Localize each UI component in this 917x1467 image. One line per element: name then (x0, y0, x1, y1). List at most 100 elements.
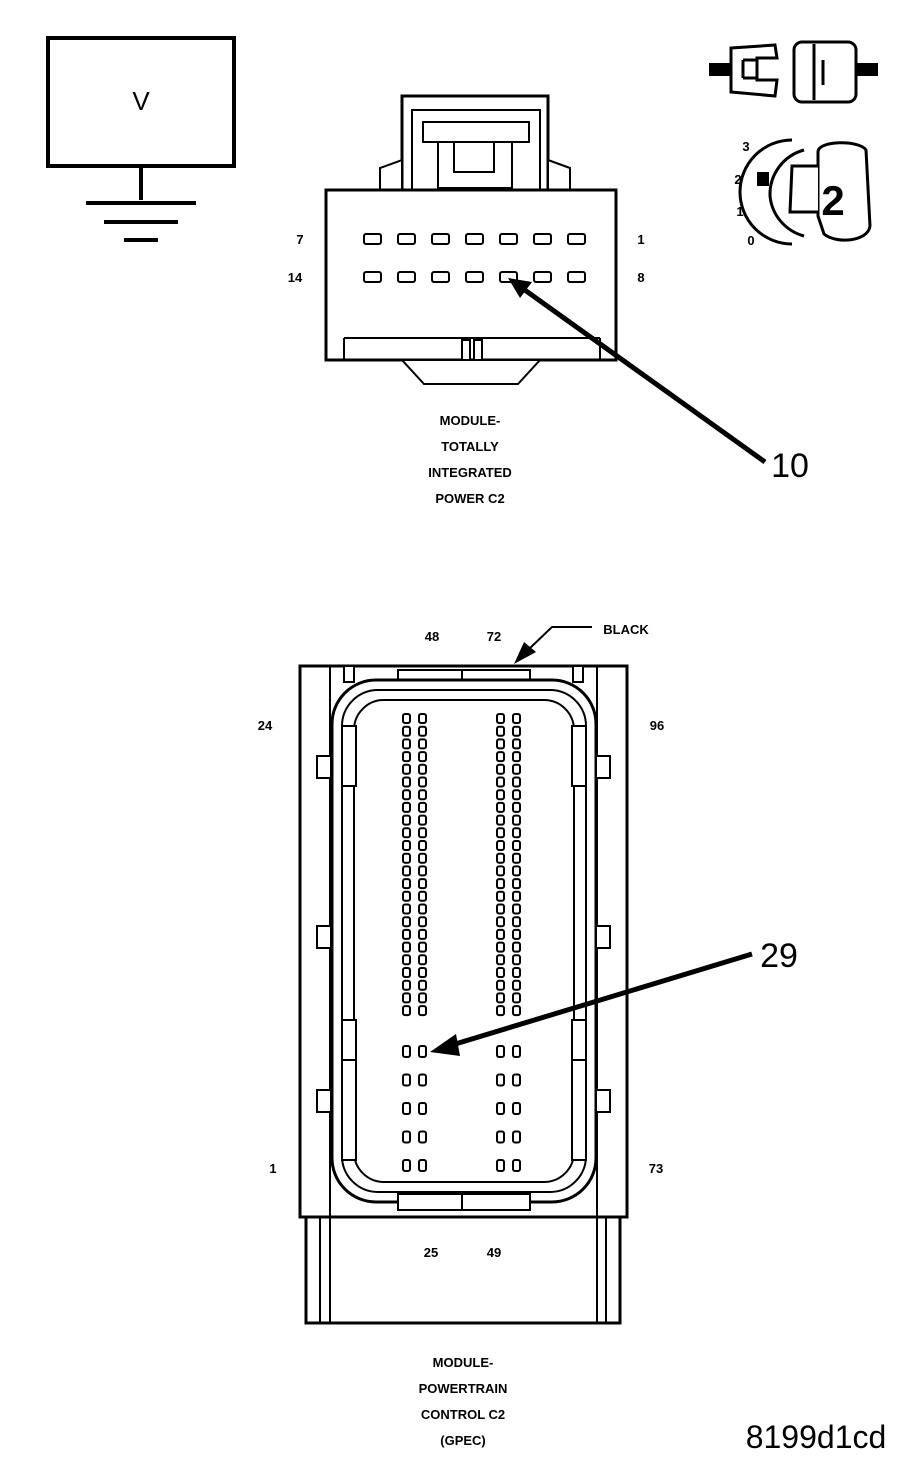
c2-pin-cavity (465, 271, 484, 283)
pcm-pin-cavity (402, 1159, 411, 1172)
pcm-caption-line: MODULE- (432, 1355, 494, 1370)
ignition-position-2: 2 (734, 172, 741, 187)
pcm-pin-cavity (496, 967, 505, 978)
pcm-pin-cavity (402, 840, 411, 851)
pcm-pin-cavity (402, 751, 411, 763)
pcm-pin-cavity (402, 738, 411, 750)
pcm-pin-cavity (418, 903, 427, 915)
pcm-pin-cavity (496, 979, 505, 991)
pcm-pin-cavity (496, 992, 505, 1004)
pcm-pin-cavity (418, 1102, 427, 1115)
pcm-pin-cavity (402, 776, 411, 788)
c2-pin-cavity (397, 271, 416, 283)
pcm-pin-cavity (402, 1045, 411, 1058)
pcm-pin-cavity (512, 1159, 521, 1172)
pcm-caption-line: POWERTRAIN (418, 1381, 508, 1396)
pcm-pin-cavity (512, 827, 521, 839)
pcm-pin-cavity (496, 713, 505, 724)
c2-pin-cavity (499, 233, 518, 245)
pcm-pin-cavity (512, 776, 521, 788)
pcm-pin-cavity (418, 967, 427, 978)
c2-pin-label-1: 1 (637, 232, 644, 247)
c2-pin-cavity (567, 233, 586, 245)
pcm-pin-cavity (512, 890, 521, 902)
pcm-pin-cavity (496, 865, 505, 877)
pcm-pin-cavity (418, 1073, 427, 1087)
pcm-pin-cavity (496, 890, 505, 902)
pcm-pin-cavity (496, 1045, 505, 1058)
c2-callout-arrow (508, 278, 767, 465)
pcm-pin-label-96: 96 (650, 718, 664, 733)
c2-pin-label-14: 14 (288, 270, 303, 285)
c2-pin-cavity (363, 233, 382, 245)
pcm-pin-label-25: 25 (424, 1245, 438, 1260)
pcm-pin-cavity (496, 878, 505, 890)
pcm-pin-cavity (496, 903, 505, 915)
pcm-pin-cavity (496, 1159, 505, 1172)
disconnect-connector-icon (709, 40, 878, 104)
pcm-pin-cavity (402, 789, 411, 801)
pcm-pin-cavity (418, 954, 427, 966)
c2-pin-label-8: 8 (637, 270, 644, 285)
pcm-pin-cavity (418, 1159, 427, 1172)
c2-pin-cavity (431, 271, 450, 283)
tipm-caption-line: INTEGRATED (428, 465, 512, 480)
c2-pin-cavity (363, 271, 382, 283)
pcm-pin-cavity (512, 941, 521, 953)
pcm-pin-cavity (418, 878, 427, 890)
pcm-pin-cavity (512, 1045, 521, 1058)
pcm-pin-cavity (418, 1005, 427, 1017)
pcm-pin-cavity (418, 890, 427, 902)
c2-pin-label-7: 7 (296, 232, 303, 247)
pcm-pin-cavity (418, 776, 427, 788)
pcm-pin-cavity (418, 865, 427, 877)
pcm-pin-cavity (418, 1045, 427, 1058)
pcm-pin-cavity (418, 840, 427, 851)
pcm-pin-cavity (512, 814, 521, 826)
pcm-pin-cavity (512, 1073, 521, 1087)
ignition-key-icon: 3 2 1 0 2 (734, 138, 872, 248)
pcm-pin-cavity (512, 992, 521, 1004)
pcm-pin-cavity (512, 916, 521, 928)
pcm-pin-cavity (418, 725, 427, 737)
pcm-pin-cavity (496, 916, 505, 928)
pcm-pin-cavity (512, 713, 521, 724)
pcm-pin-cavity (496, 814, 505, 826)
pcm-pin-cavity (418, 928, 427, 940)
tipm-caption-line: POWER C2 (435, 491, 505, 506)
pcm-pin-cavity (512, 865, 521, 877)
pcm-callout-arrow (430, 951, 753, 1056)
pcm-pin-cavity (496, 941, 505, 953)
pcm-pin-cavity (496, 725, 505, 737)
pcm-pin-cavity (402, 827, 411, 839)
pcm-pin-cavity (402, 801, 411, 813)
black-color-leader (514, 626, 592, 664)
pcm-pin-cavity (512, 1102, 521, 1115)
connector-color-label: BLACK (603, 622, 649, 637)
c2-callout-number: 10 (771, 447, 809, 485)
pcm-pin-cavity (512, 979, 521, 991)
pcm-pin-cavity (402, 725, 411, 737)
pcm-pin-cavity (418, 992, 427, 1004)
pcm-pin-cavity (496, 1005, 505, 1017)
c2-pin-cavity (465, 233, 484, 245)
voltmeter-label: V (132, 86, 150, 116)
pcm-pin-label-1: 1 (269, 1161, 276, 1176)
pcm-pin-cavity (496, 801, 505, 813)
pcm-pin-cavity (402, 928, 411, 940)
pcm-pin-cavity (512, 738, 521, 750)
pcm-pin-cavity (402, 903, 411, 915)
pcm-pin-cavity (512, 840, 521, 851)
pcm-pin-cavity (512, 954, 521, 966)
pcm-pin-cavity (496, 840, 505, 851)
pcm-pin-cavity (402, 878, 411, 890)
pcm-pin-label-72: 72 (487, 629, 501, 644)
pcm-c2-connector: 48 72 24 96 1 73 25 49 BLACK 29 (258, 622, 798, 1325)
pcm-pin-cavity (418, 916, 427, 928)
pcm-pin-cavity (402, 992, 411, 1004)
c2-pin-cavities (363, 233, 586, 283)
c2-pin-cavity (533, 271, 552, 283)
pcm-pin-cavity (496, 751, 505, 763)
pcm-pin-label-24: 24 (258, 718, 273, 733)
pcm-pin-cavity (402, 967, 411, 978)
